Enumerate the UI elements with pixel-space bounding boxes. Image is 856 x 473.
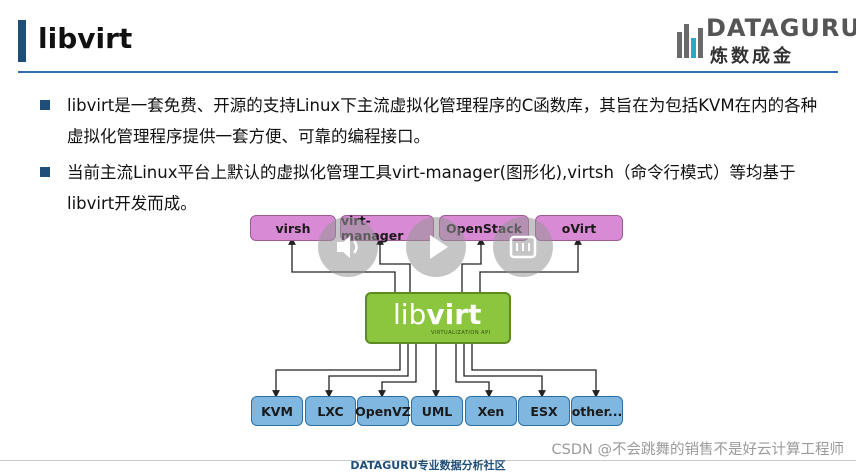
logo-bottom-text: 炼数成金 (710, 46, 794, 67)
hypervisor-box-uml: UML (411, 396, 463, 426)
hypervisor-box-xen: Xen (465, 396, 517, 426)
volume-button[interactable] (318, 217, 378, 277)
bullet-text: libvirt是一套免费、开源的支持Linux下主流虚拟化管理程序的C函数库，其… (67, 96, 818, 146)
bullet-square-icon (40, 167, 50, 177)
hypervisor-box-esx: ESX (518, 396, 570, 426)
hypervisor-box-openvz: OpenVZ (355, 396, 411, 426)
dataguru-logo: DATAGURU 炼数成金 (676, 14, 856, 67)
volume-icon (337, 236, 358, 258)
fullscreen-icon (509, 235, 537, 259)
hypervisor-box-kvm: KVM (251, 396, 303, 426)
title-accent-bar (18, 20, 26, 62)
play-icon (430, 235, 448, 259)
fullscreen-button[interactable] (493, 217, 553, 277)
logo-bars-icon (677, 24, 703, 58)
hypervisor-box-lxc: LXC (305, 396, 356, 426)
play-button[interactable] (406, 217, 466, 277)
hypervisor-box-other: other... (571, 396, 623, 426)
bullet-square-icon (40, 100, 50, 110)
footer-text: DATAGURU专业数据分析社区 (350, 459, 506, 472)
core-subtitle: VIRTUALIZATION API (431, 330, 491, 336)
core-virt-text: virt (426, 298, 482, 331)
core-logo-text: libvirt (393, 298, 481, 331)
bullet-text: 当前主流Linux平台上默认的虚拟化管理工具virt-manager(图形化),… (67, 163, 796, 213)
slide-title: libvirt (38, 22, 133, 55)
libvirt-core-box: libvirt VIRTUALIZATION API (365, 292, 511, 344)
header-divider (18, 71, 838, 73)
csdn-watermark: CSDN @不会跳舞的销售不是好云计算工程师 (551, 442, 844, 458)
footer-divider (0, 460, 856, 461)
core-lib-text: lib (393, 298, 427, 331)
logo-top-text: DATAGURU (706, 14, 856, 42)
